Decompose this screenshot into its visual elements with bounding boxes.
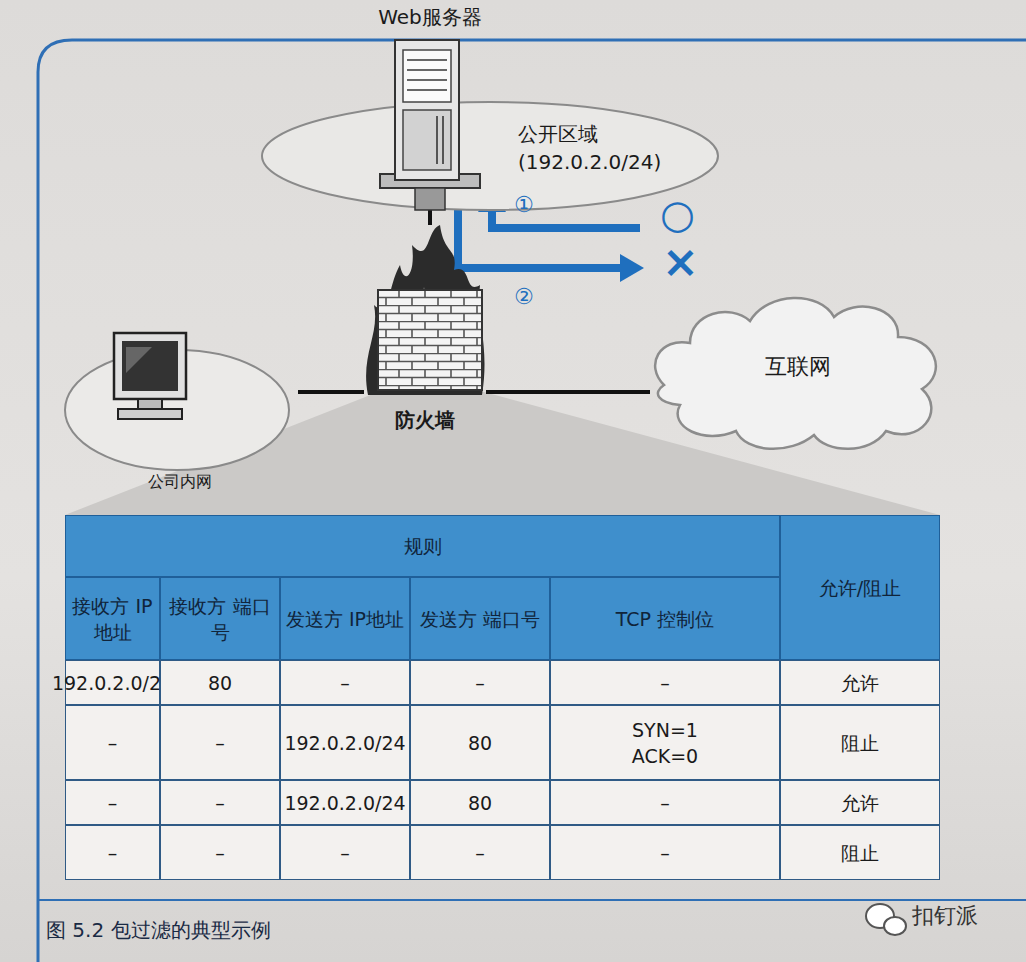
table-header-cell: 发送方 IP地址: [280, 577, 410, 660]
table-cell-text: –: [104, 840, 122, 866]
deny-mark: ×: [662, 238, 699, 286]
table-cell: 允许: [780, 660, 940, 705]
table-cell-text: –: [656, 840, 674, 866]
table-header-cell: 发送方 端口号: [410, 577, 550, 660]
deny-mark-box: ×: [662, 238, 699, 286]
table-cell: –: [160, 705, 280, 780]
table-cell: –: [160, 825, 280, 880]
table-header-text: TCP 控制位: [612, 606, 718, 632]
table-cell-text: –: [336, 840, 354, 866]
network-link: [428, 210, 432, 225]
table-header-text: 规则: [400, 533, 446, 559]
node-label: 互联网: [650, 353, 945, 381]
table-cell: –: [65, 825, 160, 880]
table-cell-text: –: [656, 670, 674, 696]
watermark: 扣钉派: [912, 902, 978, 930]
table-header-text: 接收方 IP地址: [66, 593, 159, 645]
intranet-art: [62, 325, 298, 497]
table-cell-text: –: [211, 840, 229, 866]
callout-number-box: ①: [514, 192, 534, 217]
table-cell: –: [550, 825, 780, 880]
table-cell-text: 阻止: [837, 840, 883, 866]
table-cell-text: –: [211, 790, 229, 816]
table-cell: –: [410, 660, 550, 705]
table-cell: 允许: [780, 780, 940, 825]
firewall-icon: 防火墙: [360, 225, 490, 395]
table-cell: –: [550, 780, 780, 825]
table-cell: –: [65, 780, 160, 825]
caption-box: 图 5.2 包过滤的典型示例: [46, 916, 271, 944]
allow-mark: ○: [660, 192, 695, 236]
table-header-cell: 接收方 IP地址: [65, 577, 160, 660]
allow-mark-box: ○: [660, 192, 695, 236]
table-header-cell: TCP 控制位: [550, 577, 780, 660]
table-cell-text: SYN=1 ACK=0: [616, 717, 714, 769]
table-cell: 80: [410, 780, 550, 825]
table-cell: –: [410, 825, 550, 880]
table-cell-text: 阻止: [837, 730, 883, 756]
table-cell-text: –: [336, 670, 354, 696]
table-header-cell: 接收方 端口号: [160, 577, 280, 660]
table-cell-text: 80: [204, 670, 236, 696]
intranet-ellipse: 公司内网: [62, 325, 298, 497]
table-header-cell: 规则: [65, 515, 780, 577]
server-icon: Web服务器: [355, 4, 505, 210]
callout-number-box: ②: [514, 284, 534, 309]
network-link: [298, 390, 364, 394]
table-cell: 192.0.2.0/24: [65, 660, 160, 705]
node-label: 公开区域 (192.0.2.0/24): [518, 120, 688, 176]
page-frame: [38, 40, 1026, 962]
table-cell: 80: [410, 705, 550, 780]
table-cell-text: 192.0.2.0/24: [280, 730, 409, 756]
table-cell-text: –: [656, 790, 674, 816]
watermark-box: 扣钉派: [912, 902, 978, 930]
callout-number: ①: [514, 192, 534, 217]
table-header-text: 接收方 端口号: [161, 593, 279, 645]
table-cell-text: 80: [464, 730, 496, 756]
table-cell: 192.0.2.0/24: [280, 780, 410, 825]
table-cell-text: –: [211, 730, 229, 756]
table-cell-text: 允许: [837, 670, 883, 696]
figure-caption: 图 5.2 包过滤的典型示例: [46, 916, 271, 944]
firewall-art: [360, 225, 490, 395]
table-cell-text: 192.0.2.0/24: [280, 790, 409, 816]
table-cell-text: –: [104, 790, 122, 816]
table-cell-text: –: [471, 840, 489, 866]
table-cell: –: [160, 780, 280, 825]
table-cell: 192.0.2.0/24: [280, 705, 410, 780]
table-cell-text: –: [471, 670, 489, 696]
table-cell-text: 192.0.2.0/24: [48, 670, 177, 696]
table-cell-text: 允许: [837, 790, 883, 816]
table-cell: 阻止: [780, 705, 940, 780]
flow-arrows: [458, 206, 640, 268]
node-label: 公司内网: [62, 471, 298, 493]
table-cell-text: 80: [464, 790, 496, 816]
caption-rule: [38, 899, 1026, 901]
arrow-head: [620, 254, 644, 282]
wechat-icon: [866, 904, 906, 935]
table-cell: 80: [160, 660, 280, 705]
table-cell: –: [65, 705, 160, 780]
network-link: [486, 390, 650, 394]
table-cell: –: [280, 660, 410, 705]
zone-ellipse: 公开区域 (192.0.2.0/24): [260, 100, 720, 212]
table-cell: SYN=1 ACK=0: [550, 705, 780, 780]
callout-number: ②: [514, 284, 534, 309]
table-header-cell: 允许/阻止: [780, 515, 940, 660]
internet-cloud: 互联网: [650, 285, 945, 450]
node-label: 防火墙: [360, 407, 490, 433]
table-header-text: 发送方 端口号: [416, 606, 544, 632]
server-tower: [355, 4, 505, 210]
table-cell: –: [550, 660, 780, 705]
table-header-text: 发送方 IP地址: [282, 606, 408, 632]
table-cell: –: [280, 825, 410, 880]
table-cell: 阻止: [780, 825, 940, 880]
table-header-text: 允许/阻止: [815, 575, 905, 601]
node-label: Web服务器: [355, 4, 505, 30]
table-cell-text: –: [104, 730, 122, 756]
